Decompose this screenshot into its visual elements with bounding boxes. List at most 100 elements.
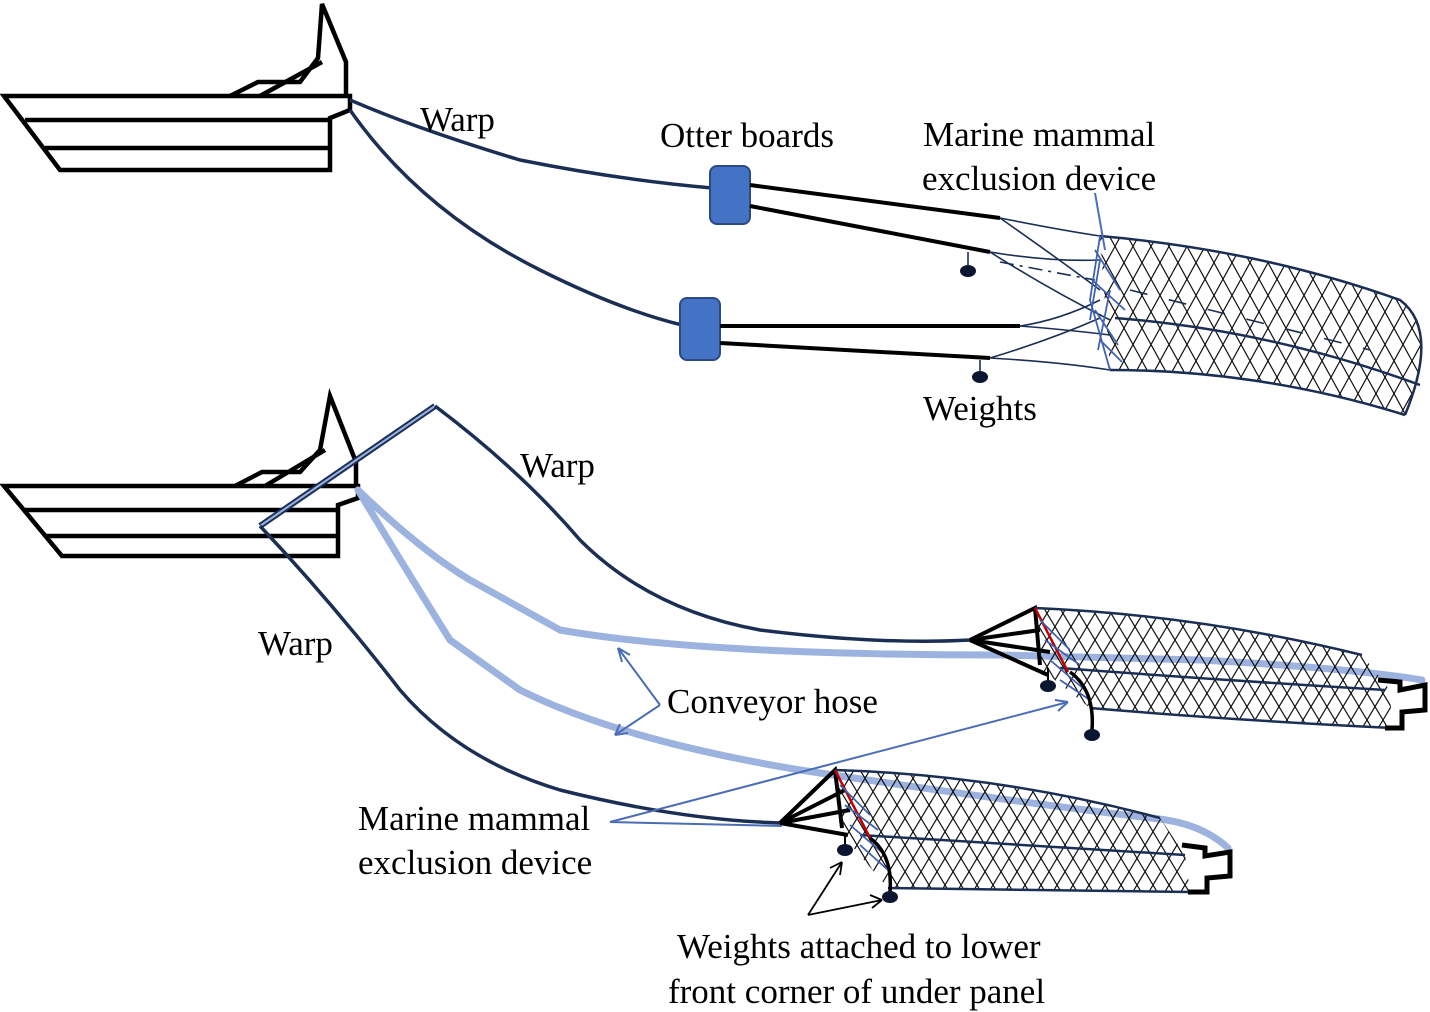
net-mesh-line <box>1182 608 1265 728</box>
net-mesh-line <box>926 600 1007 735</box>
net-mesh-line <box>1181 608 1264 728</box>
net-mesh-line <box>1289 765 1369 898</box>
net-mesh-line <box>633 765 713 898</box>
top-net <box>1089 192 1423 417</box>
net-mesh-line <box>835 770 874 892</box>
net-mesh-line <box>1086 608 1169 728</box>
net-mesh-line <box>745 765 825 898</box>
top-warps <box>348 98 713 327</box>
net-mesh-line <box>872 770 954 892</box>
net-mesh-line <box>888 770 970 892</box>
otter-board-upper <box>709 165 751 225</box>
net-mesh-line <box>1231 236 1338 415</box>
net-mesh-line <box>1100 236 1143 415</box>
net-mesh-line <box>1393 236 1422 415</box>
net-mesh-line <box>1389 608 1392 728</box>
bottom-net-lower <box>633 765 1401 898</box>
net-mesh-line <box>894 600 975 735</box>
net-mesh-line <box>1100 236 1161 415</box>
net-mesh-line <box>1341 608 1392 728</box>
net-mesh-line <box>1357 608 1392 728</box>
bottom-warp-lower-label: Warp <box>258 624 333 663</box>
net-mesh-line <box>1390 608 1392 728</box>
net-mesh-line <box>1118 608 1201 728</box>
net-mesh-line <box>911 600 992 735</box>
bottom-vessel <box>0 387 361 559</box>
net-mesh-line <box>1241 765 1321 898</box>
net-mesh-line <box>1035 608 1072 728</box>
top-warp-label: Warp <box>420 100 495 139</box>
net-mesh-line <box>1037 608 1120 728</box>
net-mesh-line <box>1375 236 1422 415</box>
net-mesh-line <box>1273 765 1353 898</box>
net-mesh-line <box>1339 236 1422 415</box>
net-mesh-line <box>927 600 1008 735</box>
net-mesh-line <box>904 770 986 892</box>
conveyor-hose-label: Conveyor hose <box>667 682 878 721</box>
net-mesh-line <box>729 765 809 898</box>
net-mesh-line <box>1100 236 1179 415</box>
net-mesh-line <box>1038 608 1121 728</box>
weight-lower-net-bottom <box>882 891 898 903</box>
net-mesh-line <box>745 765 825 898</box>
net-mesh-line <box>1378 236 1422 415</box>
net-mesh-line <box>1373 608 1392 728</box>
net-mesh-line <box>1422 600 1430 735</box>
net-mesh-line <box>1342 236 1422 415</box>
net-mesh-line <box>1342 608 1392 728</box>
net-mesh-line <box>1225 765 1305 898</box>
net-mesh-line <box>1128 770 1190 892</box>
net-mesh-line <box>1102 608 1185 728</box>
net-mesh-line <box>1070 608 1153 728</box>
net-mesh-line <box>697 765 777 898</box>
net-mesh-line <box>895 600 976 735</box>
top-weights-label: Weights <box>923 389 1037 428</box>
net-mesh-line <box>835 770 890 892</box>
net-mesh-line <box>1085 608 1168 728</box>
net-mesh-line <box>936 770 1018 892</box>
bottom-med-label-line1: Marine mammal <box>358 799 591 838</box>
net-mesh-line <box>1069 608 1152 728</box>
net-mesh-line <box>1360 236 1422 415</box>
top-panel: Warp Otter boards Marine mammal exclusio… <box>0 3 1423 428</box>
bottom-weights-label-line1: Weights attached to lower <box>677 927 1041 966</box>
net-mesh-line <box>1241 765 1321 898</box>
net-mesh-line <box>878 600 959 735</box>
net-mesh-line <box>1305 765 1385 898</box>
bottom-med-label-line2: exclusion device <box>358 843 592 882</box>
net-mesh-line <box>1407 600 1430 735</box>
net-mesh-line <box>1035 608 1088 728</box>
top-bridles <box>719 183 1111 373</box>
weight-upper-net-front <box>1040 680 1056 692</box>
net-mesh-line <box>1166 608 1249 728</box>
net-mesh-line <box>1150 608 1233 728</box>
net-mesh-line <box>910 600 991 735</box>
net-mesh-line <box>1257 765 1337 898</box>
bottom-warp-upper-label: Warp <box>520 446 595 485</box>
weight-top-upper <box>960 265 976 277</box>
net-mesh-line <box>665 765 745 898</box>
weight-upper-net-bottom <box>1084 729 1100 741</box>
bottom-weights-label-line2: front corner of under panel <box>668 972 1045 1011</box>
net-mesh-line <box>1134 608 1217 728</box>
net-mesh-line <box>1160 770 1190 892</box>
weight-lower-net-front <box>837 844 853 856</box>
otter-boards-label: Otter boards <box>660 116 834 155</box>
conveyor-hoses <box>354 486 1426 852</box>
net-mesh-line <box>649 765 729 898</box>
gantry <box>258 403 437 529</box>
net-mesh-line <box>697 765 777 898</box>
net-mesh-line <box>1100 236 1125 415</box>
net-mesh-line <box>1325 608 1392 728</box>
net-mesh-line <box>1321 765 1401 898</box>
top-med-label-line1: Marine mammal <box>923 115 1156 154</box>
net-mesh-line <box>1406 600 1430 735</box>
top-vessel <box>0 3 353 173</box>
weight-top-lower <box>972 371 988 383</box>
bottom-panel: Warp Warp Conveyor hose Marine mammal ex… <box>0 387 1430 1011</box>
bottom-warps <box>258 404 971 825</box>
net-mesh-line <box>1225 765 1305 898</box>
otter-board-lower <box>679 297 721 361</box>
net-mesh-line <box>920 770 1002 892</box>
top-med-label-line2: exclusion device <box>922 159 1156 198</box>
